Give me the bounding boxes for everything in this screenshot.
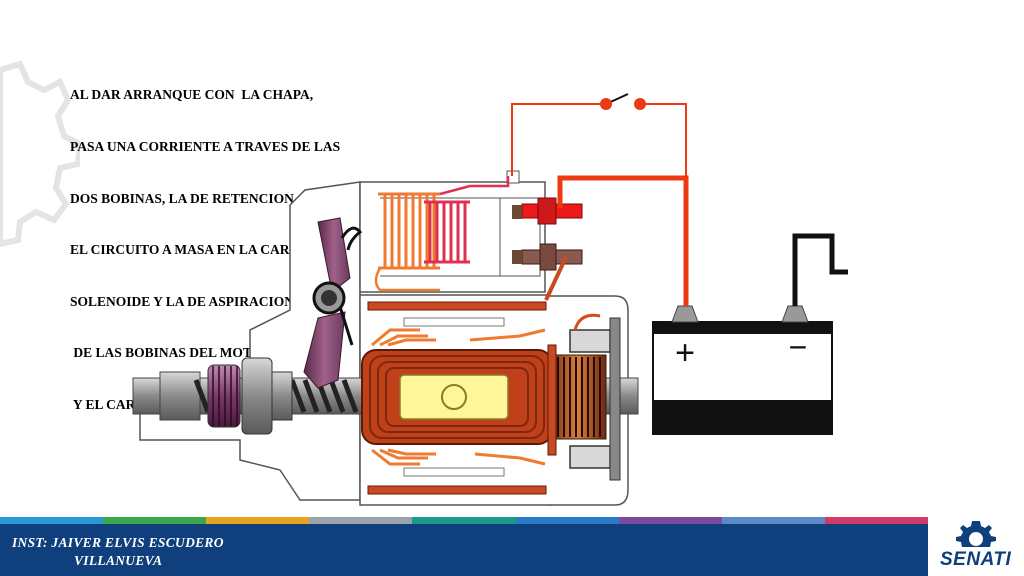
strip-segment bbox=[721, 517, 825, 524]
instructor-line-1: INST: JAIVER ELVIS ESCUDERO bbox=[12, 535, 224, 550]
strip-segment bbox=[618, 517, 722, 524]
battery bbox=[652, 305, 833, 435]
strip-segment bbox=[515, 517, 619, 524]
strip-segment bbox=[824, 517, 928, 524]
gear-watermark-icon bbox=[0, 60, 80, 248]
commutator bbox=[547, 344, 607, 456]
strip-segment bbox=[309, 517, 413, 524]
instructor-credit: INST: JAIVER ELVIS ESCUDERO VILLANUEVA bbox=[12, 534, 224, 570]
solenoid-coils bbox=[374, 176, 510, 292]
explanation-text: AL DAR ARRANQUE CON LA CHAPA, PASA UNA C… bbox=[70, 52, 430, 448]
senati-logo bbox=[928, 517, 1024, 576]
switch-contact-right bbox=[634, 98, 646, 110]
pinion-gear bbox=[207, 357, 293, 435]
gear-icon bbox=[956, 521, 996, 547]
caption-line: AL DAR ARRANQUE CON LA CHAPA, bbox=[70, 87, 314, 103]
battery-positive-label: + bbox=[675, 334, 695, 372]
starter-motor-diagram: + − bbox=[132, 93, 848, 506]
engagement-lever bbox=[303, 217, 363, 389]
ground-cable bbox=[792, 233, 848, 306]
instructor-line-2: VILLANUEVA bbox=[74, 553, 163, 568]
field-coil bbox=[361, 328, 553, 466]
battery-positive-cable bbox=[557, 175, 689, 306]
field-frame bbox=[367, 301, 547, 495]
footer-bar bbox=[0, 524, 928, 576]
senati-logo-text: SENATI bbox=[940, 549, 1012, 570]
strip-segment bbox=[0, 517, 104, 524]
brush-holders bbox=[569, 313, 621, 481]
ignition-switch-circuit bbox=[511, 93, 687, 178]
caption-line: PASA UNA CORRIENTE A TRAVES DE LAS bbox=[70, 139, 341, 155]
strip-segment bbox=[206, 517, 310, 524]
battery-negative-label: − bbox=[789, 329, 808, 365]
strip-segment bbox=[103, 517, 207, 524]
strip-segment bbox=[412, 517, 516, 524]
solenoid-motor-lead bbox=[544, 256, 568, 301]
solenoid-terminals bbox=[512, 197, 583, 271]
switch-contact-left bbox=[600, 98, 612, 110]
footer-color-strip bbox=[0, 517, 928, 524]
